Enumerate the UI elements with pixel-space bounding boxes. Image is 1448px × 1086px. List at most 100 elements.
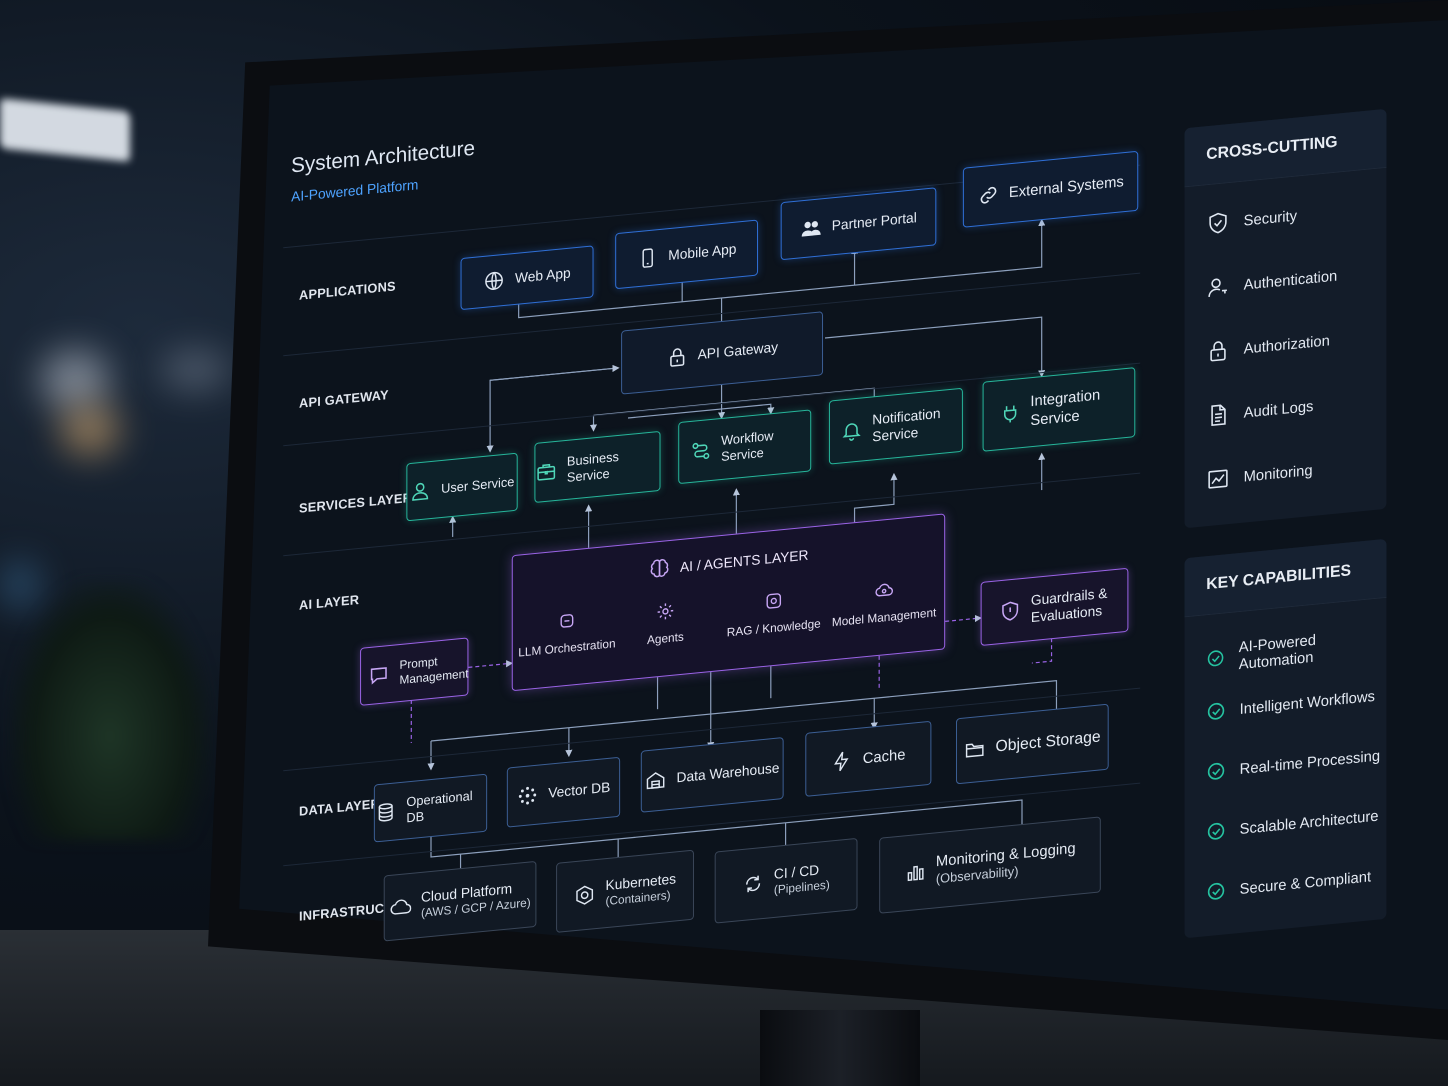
node-user-service[interactable]: User Service — [406, 452, 518, 522]
cross-cutting-label: Audit Logs — [1243, 397, 1314, 422]
node-partner-portal[interactable]: Partner Portal — [780, 187, 937, 261]
wire — [431, 680, 1061, 742]
user-icon — [412, 482, 429, 501]
cross-cutting-authentication[interactable]: Authentication — [1206, 264, 1337, 301]
node-cache[interactable]: Cache — [805, 720, 932, 797]
node-label: Web App — [514, 264, 571, 287]
capability-label: Real-time Processing — [1239, 746, 1381, 778]
node-object-storage[interactable]: Object Storage — [956, 703, 1109, 785]
node-label: Integration Service — [1030, 386, 1101, 430]
cross-cutting-label: Authorization — [1243, 331, 1330, 358]
node-label: Operational DB — [406, 787, 473, 826]
node-monitoring-logging[interactable]: Monitoring & Logging(Observability) — [879, 816, 1101, 914]
node-business-service[interactable]: Business Service — [534, 430, 661, 504]
cross-cutting-label: Authentication — [1243, 267, 1338, 294]
node-label: Guardrails & Evaluations — [1030, 584, 1108, 626]
ai-agents-layer[interactable]: AI / AGENTS LAYER LLM Orchestration Agen… — [511, 513, 946, 692]
cross-cutting-authorization[interactable]: Authorization — [1206, 328, 1330, 364]
node-notification-service[interactable]: Notification Service — [828, 387, 963, 465]
capability-label: Intelligent Workflows — [1239, 687, 1375, 718]
node-label: User Service — [441, 473, 515, 496]
architecture-diagram: System Architecture AI-Powered Platform — [234, 7, 1406, 1060]
node-data-warehouse[interactable]: Data Warehouse — [640, 736, 784, 813]
ai-layer-header: AI / AGENTS LAYER — [513, 531, 944, 595]
node-label: Cache — [862, 745, 906, 767]
background-light — [60, 405, 120, 455]
ai-item-label: Model Management — [831, 605, 937, 630]
capability-item: Intelligent Workflows — [1206, 686, 1375, 722]
node-label-group: CI / CD(Pipelines) — [774, 860, 830, 898]
node-guardrails-evaluations[interactable]: Guardrails & Evaluations — [980, 567, 1129, 646]
node-label: Partner Portal — [831, 209, 917, 234]
line-chart-icon — [1208, 469, 1228, 489]
ai-item-label: Agents — [647, 629, 684, 648]
chip-icon — [560, 614, 574, 628]
node-api-gateway[interactable]: API Gateway — [621, 311, 824, 395]
bar-chart-icon — [907, 865, 924, 882]
wire — [945, 614, 983, 623]
document-icon — [1211, 404, 1226, 427]
check-circle-icon — [1207, 650, 1224, 667]
chat-icon — [370, 667, 387, 685]
check-circle-icon — [1207, 702, 1225, 720]
node-label: External Systems — [1008, 172, 1124, 201]
check-circle-icon — [1207, 822, 1225, 840]
cross-cutting-label: Monitoring — [1243, 461, 1313, 486]
plant — [10, 580, 210, 840]
node-vector-db[interactable]: Vector DB — [506, 756, 621, 828]
ai-item-rag-knowledge[interactable]: RAG / Knowledge — [720, 586, 828, 640]
capability-item: Secure & Compliant — [1206, 866, 1371, 902]
check-circle-icon — [1207, 762, 1225, 780]
node-workflow-service[interactable]: Workflow Service — [678, 409, 812, 485]
node-external-systems[interactable]: External Systems — [962, 150, 1139, 228]
background-light — [160, 350, 230, 390]
capability-item: Real-time Processing — [1206, 745, 1380, 782]
node-label-group: Cloud Platform(AWS / GCP / Azure) — [421, 878, 531, 921]
wire — [430, 799, 1023, 858]
capability-label: Secure & Compliant — [1239, 867, 1372, 898]
node-label: Workflow Service — [721, 427, 774, 465]
ai-item-agents[interactable]: Agents — [611, 596, 719, 650]
ai-item-model-management[interactable]: Model Management — [830, 575, 938, 629]
bell-icon — [842, 423, 861, 441]
node-prompt-management[interactable]: Prompt Management — [360, 637, 469, 706]
brain-icon — [650, 559, 669, 578]
node-label: Data Warehouse — [676, 759, 780, 786]
ai-item-label: RAG / Knowledge — [726, 616, 821, 640]
node-label: Business Service — [566, 448, 619, 485]
node-label: Notification Service — [872, 404, 941, 445]
node-label-group: Monitoring & Logging(Observability) — [936, 839, 1076, 887]
ceiling-lamp — [0, 98, 130, 162]
background-light — [40, 350, 110, 410]
wire — [1031, 638, 1053, 664]
wire — [518, 218, 1046, 319]
wire — [853, 472, 898, 523]
ai-item-label: LLM Orchestration — [518, 636, 616, 660]
globe-icon — [485, 271, 504, 290]
wire — [490, 364, 620, 381]
node-cloud-platform[interactable]: Cloud Platform(AWS / GCP / Azure) — [383, 860, 537, 942]
node-ci-cd[interactable]: CI / CD(Pipelines) — [714, 837, 858, 924]
cross-cutting-monitoring[interactable]: Monitoring — [1206, 458, 1313, 492]
cross-cutting-security[interactable]: Security — [1206, 203, 1297, 236]
capability-label: Scalable Architecture — [1239, 807, 1379, 838]
node-label: Object Storage — [995, 728, 1101, 756]
node-integration-service[interactable]: Integration Service — [982, 367, 1136, 452]
node-label: Mobile App — [668, 240, 737, 264]
gear-icon — [657, 603, 674, 620]
node-mobile-app[interactable]: Mobile App — [615, 219, 759, 290]
folder-icon — [965, 743, 984, 758]
wire — [825, 316, 1046, 378]
node-web-app[interactable]: Web App — [460, 245, 594, 311]
knowledge-icon — [766, 593, 782, 609]
ai-item-llm-orchestration[interactable]: LLM Orchestration — [513, 606, 621, 660]
node-kubernetes[interactable]: Kubernetes(Containers) — [556, 849, 694, 933]
ai-layer-title: AI / AGENTS LAYER — [679, 546, 809, 575]
node-label: Prompt Management — [399, 654, 469, 688]
cross-cutting-audit-logs[interactable]: Audit Logs — [1206, 394, 1313, 428]
node-operational-db[interactable]: Operational DB — [373, 773, 488, 843]
key-capabilities-panel: KEY CAPABILITIES AI-Powered Automation I… — [1184, 538, 1387, 939]
cross-cutting-panel: CROSS-CUTTING Security Authentication Au… — [1184, 108, 1387, 529]
user-key-icon — [1208, 278, 1227, 298]
warehouse-icon — [646, 772, 665, 790]
